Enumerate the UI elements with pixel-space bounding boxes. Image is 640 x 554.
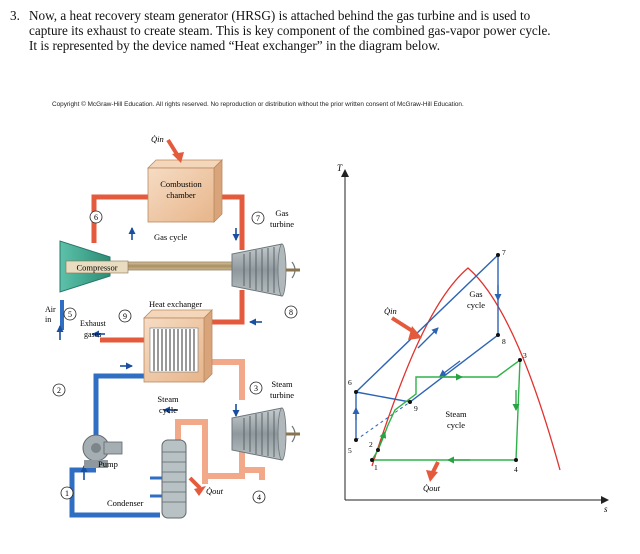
pump-label: Pump bbox=[98, 459, 118, 469]
steam-turbine-label-1: Steam bbox=[271, 379, 293, 389]
heat-exchanger bbox=[143, 309, 213, 383]
condenser-label: Condenser bbox=[107, 498, 144, 508]
heat-out-arrow bbox=[188, 476, 202, 490]
q-out-label: Q̇out bbox=[206, 486, 224, 496]
ts-q-out-label: Q̇out bbox=[423, 483, 441, 493]
state-5: 5 bbox=[68, 310, 72, 319]
gas-turbine bbox=[231, 243, 300, 297]
condenser bbox=[161, 439, 187, 519]
combustion-chamber-label-2: chamber bbox=[166, 190, 195, 200]
s-axis-label: s bbox=[604, 504, 608, 514]
gas-turbine-label-2: turbine bbox=[270, 219, 294, 229]
ts-heat-in-arrow bbox=[390, 316, 416, 334]
ts-state-dots bbox=[354, 253, 522, 462]
problem-line-2: capture its exhaust to create steam. Thi… bbox=[29, 23, 551, 38]
gas-pipe-compressor-to-combustor bbox=[91, 194, 150, 243]
state-3: 3 bbox=[254, 384, 258, 393]
steam-turbine bbox=[231, 407, 300, 461]
steam-pipe-to-condenser bbox=[175, 419, 208, 484]
ts-gas-cycle-label-2: cycle bbox=[467, 300, 485, 310]
q-in-label: Q̇in bbox=[151, 134, 164, 144]
combustion-chamber-label-1: Combustion bbox=[160, 179, 202, 189]
state-6: 6 bbox=[94, 213, 98, 222]
exhaust-label-2: gases bbox=[84, 330, 101, 339]
pump bbox=[82, 434, 123, 468]
ts-steam-cycle-label-1: Steam bbox=[445, 409, 467, 419]
gas-cycle-label: Gas cycle bbox=[154, 232, 188, 242]
steam-cycle-label-2: cycle bbox=[159, 405, 177, 415]
ts-point-8: 8 bbox=[502, 337, 506, 346]
ts-diagram: T s Q̇in Q̇out Gas cycle Steam cycle bbox=[337, 163, 609, 514]
ts-q-in-label: Q̇in bbox=[384, 306, 397, 316]
ts-gas-cycle-label-1: Gas bbox=[469, 289, 482, 299]
water-pipe-condenser-to-pump bbox=[69, 467, 160, 518]
compressor-label: Compressor bbox=[76, 263, 117, 273]
state-4: 4 bbox=[257, 493, 261, 502]
saturation-dome bbox=[371, 267, 561, 471]
state-9: 9 bbox=[123, 312, 127, 321]
gas-turbine-label-1: Gas bbox=[275, 208, 288, 218]
ts-point-5: 5 bbox=[348, 446, 352, 455]
gas-pipe-combustor-to-turbine bbox=[218, 194, 245, 250]
state-7: 7 bbox=[256, 214, 260, 223]
copyright-notice: Copyright © McGraw-Hill Education. All r… bbox=[52, 101, 464, 108]
shaft bbox=[111, 261, 245, 271]
ts-point-2: 2 bbox=[369, 440, 373, 449]
state-8: 8 bbox=[289, 308, 293, 317]
plant-schematic: Compressor Combustion chamber Q̇in Gas t… bbox=[45, 134, 300, 519]
state-1: 1 bbox=[65, 489, 69, 498]
ts-point-7: 7 bbox=[502, 248, 506, 257]
water-pipe-pump-to-hrsg bbox=[93, 373, 145, 440]
ts-point-4: 4 bbox=[514, 465, 518, 474]
steam-turbine-label-2: turbine bbox=[270, 390, 294, 400]
air-label-1: Air bbox=[45, 305, 56, 314]
exhaust-label-1: Exhaust bbox=[80, 319, 107, 328]
problem-line-1: Now, a heat recovery steam generator (HR… bbox=[29, 8, 531, 23]
ts-point-9: 9 bbox=[414, 404, 418, 413]
ts-point-1: 1 bbox=[374, 463, 378, 472]
combustion-chamber bbox=[147, 159, 223, 223]
ts-point-3: 3 bbox=[523, 351, 527, 360]
ts-point-6: 6 bbox=[348, 378, 352, 387]
steam-cycle-label-1: Steam bbox=[157, 394, 179, 404]
problem-line-3: It is represented by the device named “H… bbox=[29, 38, 441, 53]
ts-steam-cycle-label-2: cycle bbox=[447, 420, 465, 430]
t-axis-label: T bbox=[337, 163, 343, 173]
state-markers: 1 2 3 4 5 6 7 8 9 bbox=[52, 210, 298, 504]
state-2: 2 bbox=[57, 386, 61, 395]
air-label-2: in bbox=[45, 315, 51, 324]
problem-number: 3. bbox=[10, 8, 20, 23]
heat-exchanger-label: Heat exchanger bbox=[149, 299, 202, 309]
ts-state-labels: 1 2 3 4 5 6 7 8 9 bbox=[348, 248, 527, 474]
steam-pipe-hrsg-to-turbine bbox=[205, 359, 245, 400]
gas-pipe-turbine-to-hrsg bbox=[205, 290, 245, 325]
